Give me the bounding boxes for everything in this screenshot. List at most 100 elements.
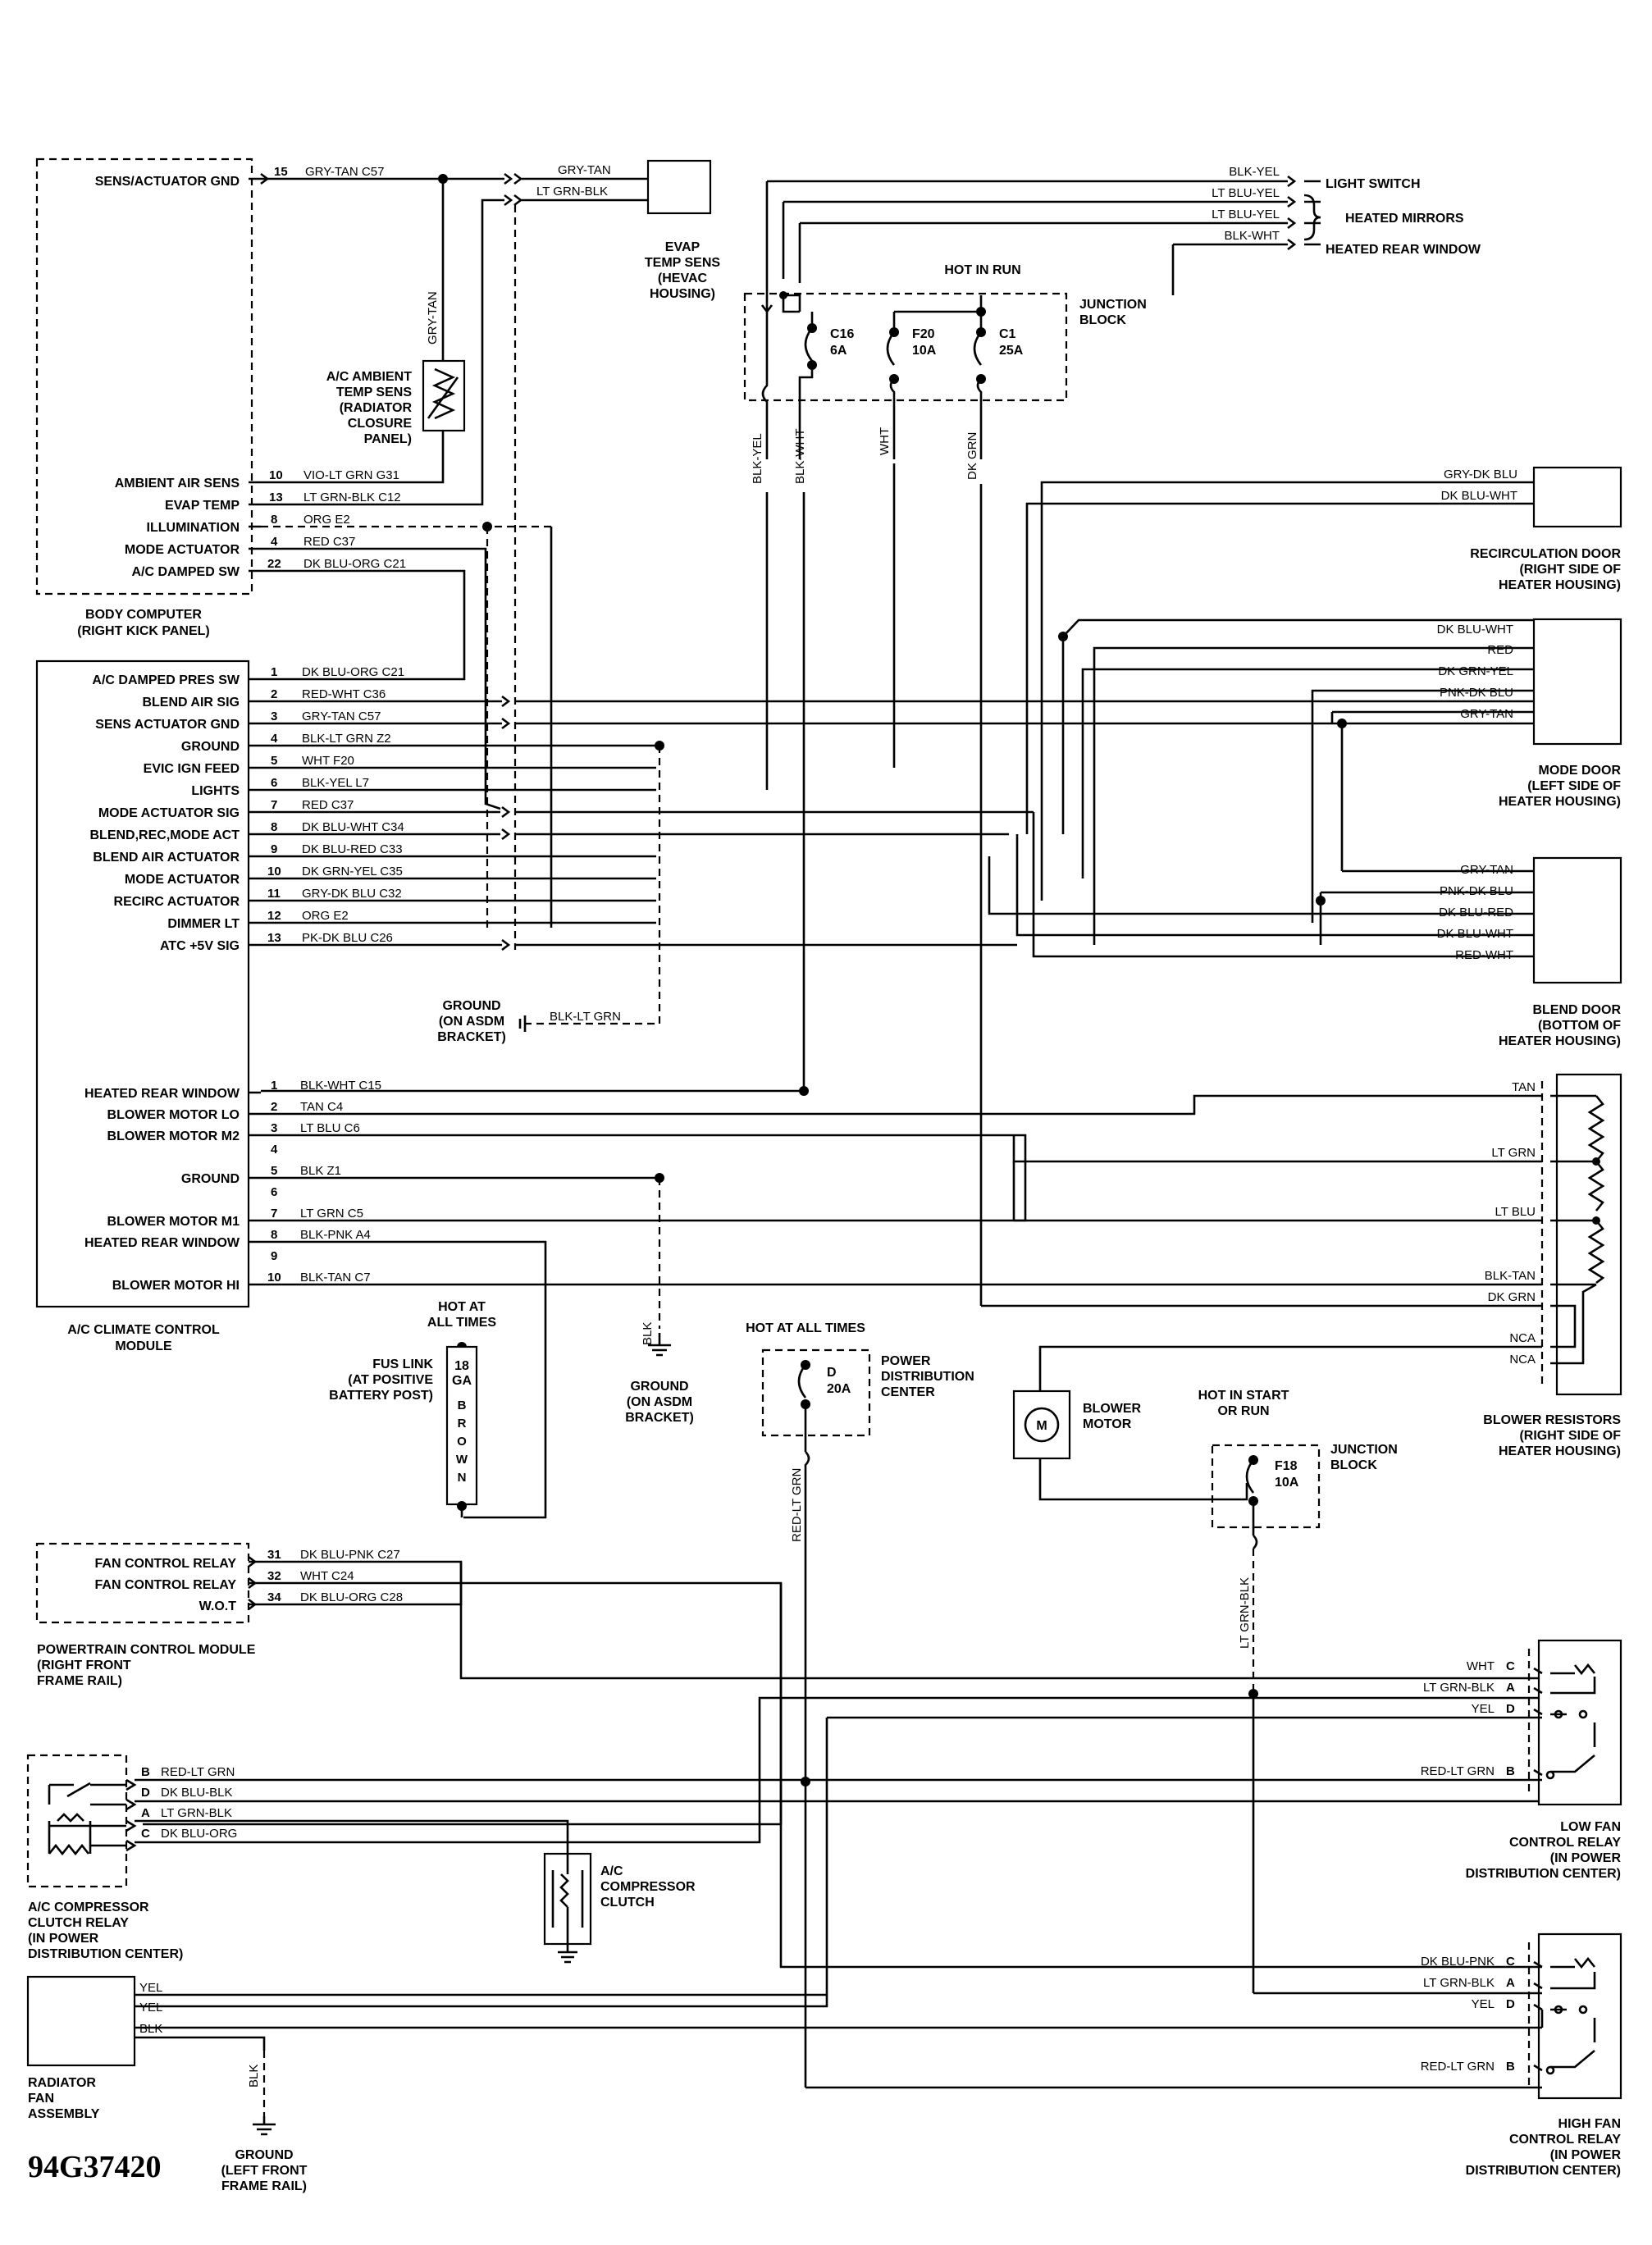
pin-label: FAN CONTROL RELAY (95, 1578, 237, 1592)
mode-wire-label: RED (1487, 643, 1513, 657)
junction-block-box (1211, 1444, 1321, 1529)
relay-label: (IN POWER (28, 1932, 99, 1946)
fuse-link-label: (AT POSITIVE (348, 1373, 433, 1387)
pin-label: EVAP TEMP (165, 499, 240, 513)
pin-label: SENS/ACTUATOR GND (95, 175, 240, 189)
pin-label: BLOWER MOTOR HI (112, 1279, 240, 1293)
fuse-rating: 25A (999, 344, 1024, 358)
ground-wire-label: BLK (247, 2065, 261, 2088)
relay-pin: B (1506, 1764, 1515, 1778)
pin-number: 34 (267, 1590, 281, 1604)
pin-label: A/C DAMPED SW (131, 565, 240, 579)
relay-label: DISTRIBUTION CENTER) (1466, 1867, 1621, 1881)
relay-label: CONTROL RELAY (1509, 2133, 1621, 2147)
blower-motor-box (1012, 1389, 1071, 1460)
ambient-label: A/C AMBIENT (326, 370, 413, 384)
fan-wire-label: YEL (139, 2001, 162, 2015)
recirc-door-box (1532, 466, 1622, 528)
pin-number: 13 (267, 931, 281, 945)
blend-wire-label: GRY-TAN (1460, 863, 1513, 877)
wire-label: TAN C4 (300, 1100, 343, 1114)
ground-label: FRAME RAIL) (221, 2179, 307, 2193)
pin-label: BLOWER MOTOR M2 (107, 1129, 240, 1143)
color-letter: N (458, 1471, 467, 1485)
pin-label: MODE ACTUATOR SIG (98, 806, 240, 820)
component-title: BODY COMPUTER (85, 608, 202, 622)
relay-pin: A (1506, 1976, 1515, 1990)
relay-pin: D (1506, 1997, 1515, 2011)
pin-number: 9 (271, 842, 277, 856)
wire-label: DK BLU-ORG C21 (303, 557, 406, 571)
body-computer: SENS/ACTUATOR GND AMBIENT AIR SENS EVAP … (35, 157, 406, 638)
wire-label: RED C37 (303, 535, 355, 549)
relay-wire: DK BLU-BLK (161, 1786, 233, 1800)
clutch-label: A/C (600, 1864, 623, 1878)
pin-number: 4 (271, 1143, 278, 1157)
wire-label: WHT F20 (302, 754, 354, 768)
blower-circuit: BLK GROUND (ON ASDM BRACKET) TAN LT GRN … (249, 1073, 1622, 1519)
ambient-label: (RADIATOR (340, 401, 413, 415)
fuse-rating: 10A (1275, 1476, 1299, 1490)
wire-label: DK BLU-ORG C21 (302, 665, 404, 679)
ground-label: (LEFT FRONT (221, 2164, 308, 2178)
pin-label: DIMMER LT (167, 917, 240, 931)
evap-temp-sensor: GRY-TAN LT GRN-BLK EVAP TEMP SENS (HEVAC… (536, 159, 720, 301)
pin-label: BLOWER MOTOR LO (107, 1108, 240, 1122)
vertical-wire-label: DK GRN (965, 432, 979, 480)
pin-label: HEATED REAR WINDOW (84, 1236, 240, 1250)
pdc-label: CENTER (881, 1385, 935, 1399)
fuse-name: F20 (912, 327, 935, 341)
junction-label: JUNCTION (1330, 1443, 1398, 1457)
relay-pin: C (141, 1827, 150, 1841)
wire-label: WHT C24 (300, 1569, 354, 1583)
evap-label: (HEVAC (658, 271, 708, 285)
compressor-clutch-relay: B D A C RED-LT GRN DK BLU-BLK LT GRN-BLK… (26, 1696, 1542, 1961)
ambient-wire-label: GRY-TAN (426, 291, 440, 345)
lower-wire-labels: BLK-WHT C15 TAN C4 LT BLU C6 BLK Z1 LT G… (300, 1079, 381, 1284)
fuse-name: D (827, 1366, 837, 1380)
relay-wire: LT GRN-BLK (1423, 1976, 1495, 1990)
evap-wire-label: GRY-TAN (558, 163, 611, 177)
relay-wire: YEL (1472, 1997, 1495, 2011)
wire-label: RED C37 (302, 798, 354, 812)
wire-label: BLK-WHT C15 (300, 1079, 381, 1093)
pin-label: HEATED REAR WINDOW (84, 1087, 240, 1101)
pin-number: 1 (271, 665, 277, 679)
relay-pin: C (1506, 1955, 1515, 1969)
color-letter: R (458, 1417, 467, 1431)
fan-label: ASSEMBLY (28, 2107, 100, 2121)
pin-label: FAN CONTROL RELAY (95, 1557, 237, 1571)
blower-motor-label: MOTOR (1083, 1417, 1132, 1431)
relay-pin: D (1506, 1702, 1515, 1716)
pin-label: A/C DAMPED PRES SW (92, 673, 240, 687)
pin-label: BLEND AIR SIG (142, 696, 240, 710)
relay-pin: C (1506, 1659, 1515, 1673)
pin-number: 15 (274, 165, 288, 179)
pcm-label: (RIGHT FRONT (37, 1659, 131, 1672)
pin-label: GROUND (181, 1172, 240, 1186)
relay-label: HIGH FAN (1558, 2117, 1621, 2131)
ground-wire-label: BLK-LT GRN (550, 1010, 621, 1024)
junction-block-bottom: HOT IN START OR RUN F18 10A JUNCTION BLO… (1198, 1389, 1398, 1993)
mode-door-box (1532, 618, 1622, 746)
wire-label: BLK-LT GRN Z2 (302, 732, 391, 746)
power-distribution-center: HOT AT ALL TIMES D 20A POWER DISTRIBUTIO… (746, 1321, 974, 2088)
hot-label: HOT IN START (1198, 1389, 1289, 1403)
pcm-label: FRAME RAIL) (37, 1674, 122, 1688)
pin-label: GROUND (181, 740, 240, 754)
ground-label: GROUND (442, 999, 500, 1013)
recirc-label: RECIRCULATION DOOR (1470, 547, 1621, 561)
blend-door: GRY-TAN PNK-DK BLU DK BLU-RED DK BLU-WHT… (988, 812, 1622, 1048)
pin-label: RECIRC ACTUATOR (114, 895, 240, 909)
relay-pin: D (141, 1786, 150, 1800)
wire-label: LT GRN C5 (300, 1207, 363, 1221)
fuse-name: C16 (830, 327, 854, 341)
ground-label: (ON ASDM (439, 1015, 504, 1029)
recirc-label: (RIGHT SIDE OF (1519, 563, 1621, 577)
component-subtitle: MODULE (115, 1339, 172, 1353)
pdc-box (761, 1348, 871, 1437)
dest-label: LIGHT SWITCH (1326, 177, 1421, 191)
relay-wire: RED-LT GRN (161, 1765, 235, 1779)
pin-label: BLEND,REC,MODE ACT (89, 828, 240, 842)
resistor-wire-label: DK GRN (1488, 1290, 1536, 1304)
